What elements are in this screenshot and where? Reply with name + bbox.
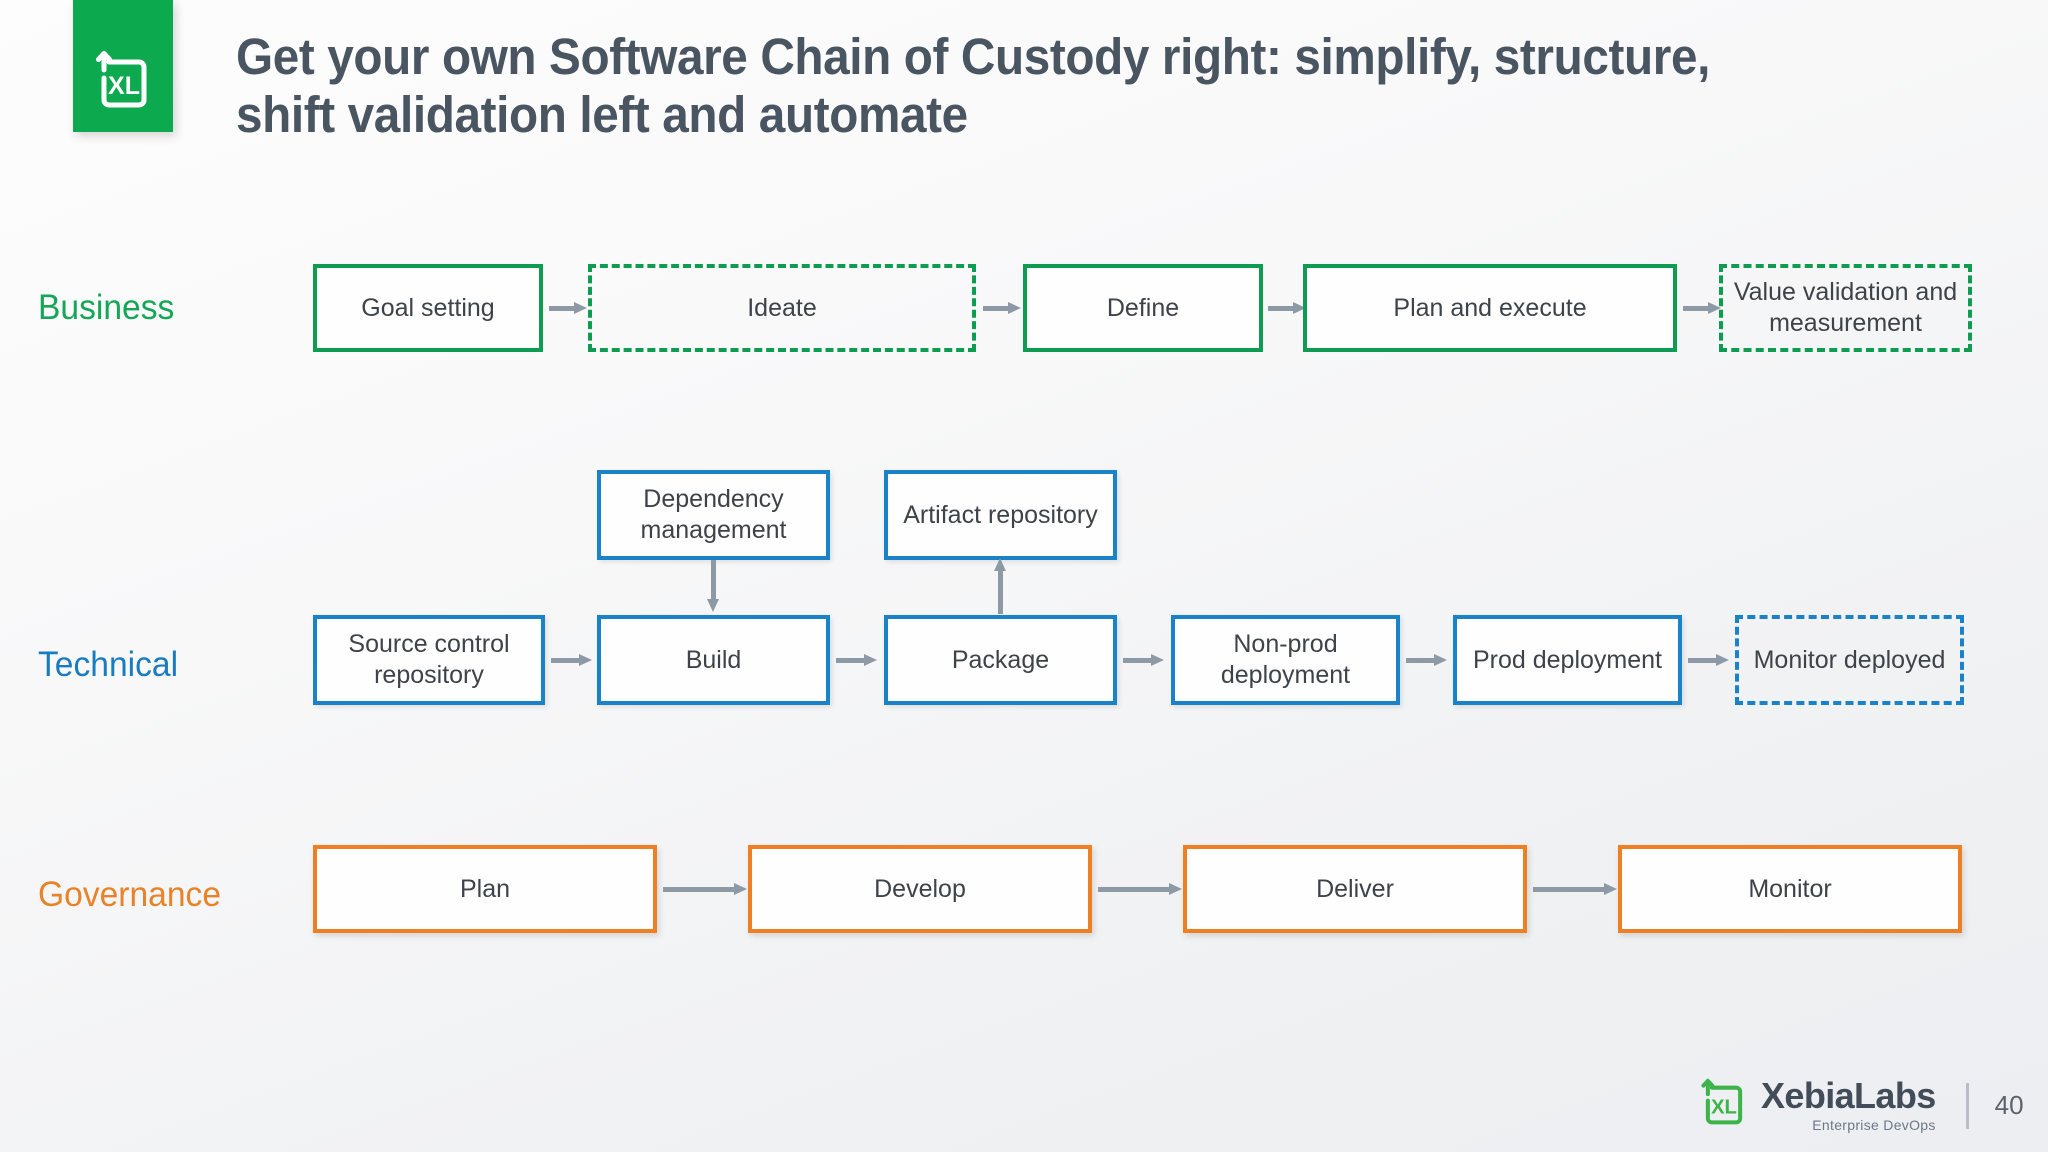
node-label: Plan (459, 874, 511, 903)
node-develop[interactable]: Develop (748, 845, 1092, 933)
node-non-prod-deployment[interactable]: Non-prod deployment (1171, 615, 1400, 705)
arrow-plan-to-develop (663, 883, 749, 895)
arrow-prod-deployment-to-monitor-deployed (1688, 654, 1730, 666)
svg-text:XL: XL (108, 72, 140, 100)
arrow-source-control-to-build (551, 654, 593, 666)
node-label: Build (685, 645, 742, 674)
node-label: Define (1106, 293, 1180, 322)
footer-divider (1965, 1082, 1969, 1129)
footer: XL XebiaLabs Enterprise DevOps 40 (1700, 1078, 2024, 1133)
node-deliver[interactable]: Deliver (1183, 845, 1527, 933)
row-label-technical: Technical (38, 645, 179, 684)
node-package[interactable]: Package (884, 615, 1117, 705)
node-label: Value validation and measurement (1733, 278, 1958, 337)
arrow-build-to-package (836, 654, 878, 666)
footer-brand-name: XebiaLabs (1761, 1075, 1936, 1116)
node-label: Package (951, 645, 1050, 674)
node-ideate[interactable]: Ideate (588, 264, 976, 352)
arrow-plan-and-execute-to-value-validation (1683, 302, 1721, 314)
node-label: Goal setting (361, 293, 495, 322)
node-define[interactable]: Define (1023, 264, 1263, 352)
row-label-governance: Governance (38, 875, 222, 914)
node-source-control-repository[interactable]: Source control repository (313, 615, 545, 705)
arrow-goal-setting-to-ideate (549, 302, 587, 314)
node-monitor-deployed[interactable]: Monitor deployed (1735, 615, 1964, 705)
arrow-develop-to-deliver (1098, 883, 1184, 895)
page-title: Get your own Software Chain of Custody r… (236, 28, 1710, 143)
svg-text:XL: XL (1711, 1096, 1737, 1118)
node-dependency-management[interactable]: Dependency management (597, 470, 830, 560)
node-plan[interactable]: Plan (313, 845, 657, 933)
footer-brand-block: XebiaLabs Enterprise DevOps (1761, 1075, 1936, 1134)
node-value-validation-and-measurement[interactable]: Value validation and measurement (1719, 264, 1972, 352)
xebialabs-logo-icon: XL (1700, 1078, 1748, 1133)
node-label: Artifact repository (903, 500, 1098, 529)
node-label: Dependency management (640, 485, 787, 544)
node-label: Plan and execute (1393, 293, 1587, 322)
node-label: Source control repository (348, 630, 510, 689)
node-label: Develop (874, 874, 966, 903)
arrow-deliver-to-monitor (1533, 883, 1619, 895)
node-plan-and-execute[interactable]: Plan and execute (1303, 264, 1677, 352)
footer-tagline: Enterprise DevOps (1812, 1117, 1936, 1133)
page-number: 40 (1994, 1090, 2024, 1120)
node-goal-setting[interactable]: Goal setting (313, 264, 543, 352)
arrow-dependency-management-to-build (707, 560, 719, 612)
arrow-package-to-artifact-repository (994, 558, 1006, 614)
node-prod-deployment[interactable]: Prod deployment (1453, 615, 1682, 705)
row-label-business: Business (38, 288, 175, 327)
node-label: Deliver (1316, 874, 1394, 903)
node-artifact-repository[interactable]: Artifact repository (884, 470, 1117, 560)
arrow-define-to-plan-and-execute (1268, 302, 1306, 314)
node-build[interactable]: Build (597, 615, 830, 705)
node-label: Non-prod deployment (1220, 630, 1351, 689)
arrow-package-to-non-prod-deployment (1123, 654, 1165, 666)
xl-logo-badge: XL (73, 0, 173, 132)
node-monitor[interactable]: Monitor (1618, 845, 1962, 933)
node-label: Ideate (747, 293, 817, 322)
node-label: Prod deployment (1472, 645, 1662, 674)
xl-logo-icon: XL (96, 51, 147, 108)
node-label: Monitor deployed (1753, 645, 1946, 674)
node-label: Monitor (1748, 874, 1832, 903)
arrow-non-prod-to-prod-deployment (1406, 654, 1448, 666)
arrow-ideate-to-define (983, 302, 1021, 314)
